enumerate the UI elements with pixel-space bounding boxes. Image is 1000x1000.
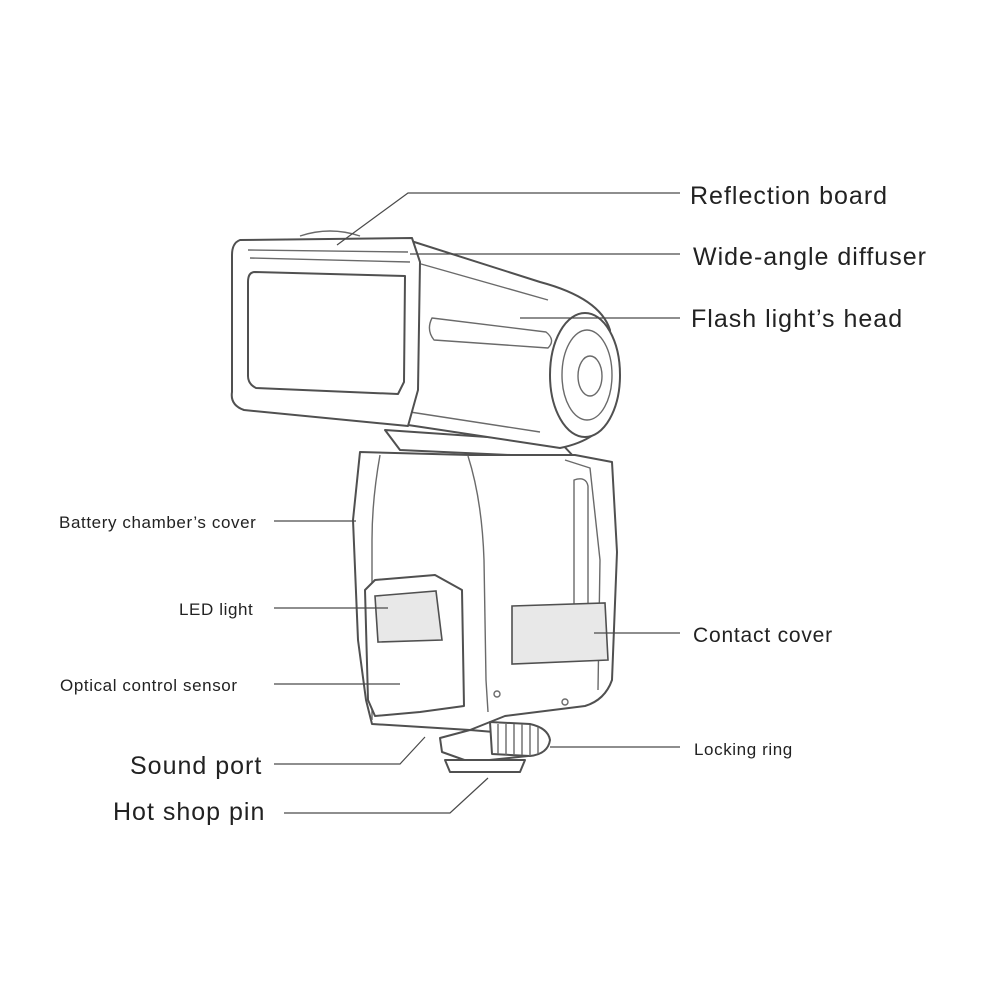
locking-ring — [489, 721, 551, 757]
label-wide-angle-diffuser: Wide-angle diffuser — [693, 243, 927, 271]
contact-cover — [511, 602, 609, 665]
label-flash-head: Flash light’s head — [691, 305, 903, 333]
hot-shoe-plate — [444, 759, 526, 773]
reflection-board-edge — [249, 257, 411, 263]
reflection-board-tab — [299, 230, 361, 237]
flash-head-top-band — [413, 261, 549, 301]
body-seam-left — [371, 454, 381, 720]
leader-sound-port — [274, 736, 426, 765]
body-seam-middle — [467, 455, 489, 713]
locking-ring-knurl — [497, 724, 539, 756]
leader-hot-shoe-pin — [284, 777, 489, 814]
led-window — [374, 590, 443, 643]
port-hole-right — [561, 698, 569, 706]
flash-head-lower-band — [409, 411, 541, 433]
flash-head-dial-outer — [549, 312, 621, 438]
callout-labels: Reflection board Wide-angle diffuser Fla… — [59, 182, 927, 826]
flash-head-dial-center — [577, 355, 603, 397]
label-sound-port: Sound port — [130, 752, 262, 780]
flash-head-slot — [428, 317, 553, 349]
flash-unit-illustration — [230, 230, 621, 773]
leader-reflection-board — [336, 192, 680, 246]
label-optical-sensor: Optical control sensor — [60, 676, 238, 695]
leader-lines — [274, 192, 680, 814]
label-hot-shoe-pin: Hot shop pin — [113, 798, 265, 826]
label-locking-ring: Locking ring — [694, 740, 793, 759]
label-reflection-board: Reflection board — [690, 182, 888, 210]
label-battery-cover: Battery chamber’s cover — [59, 513, 256, 532]
flash-head-dial-ring — [561, 329, 613, 421]
label-contact-cover: Contact cover — [693, 624, 833, 647]
wide-angle-diffuser-edge — [247, 249, 409, 253]
flash-window — [247, 271, 406, 395]
label-led-light: LED light — [179, 600, 253, 619]
port-hole-left — [493, 690, 501, 698]
